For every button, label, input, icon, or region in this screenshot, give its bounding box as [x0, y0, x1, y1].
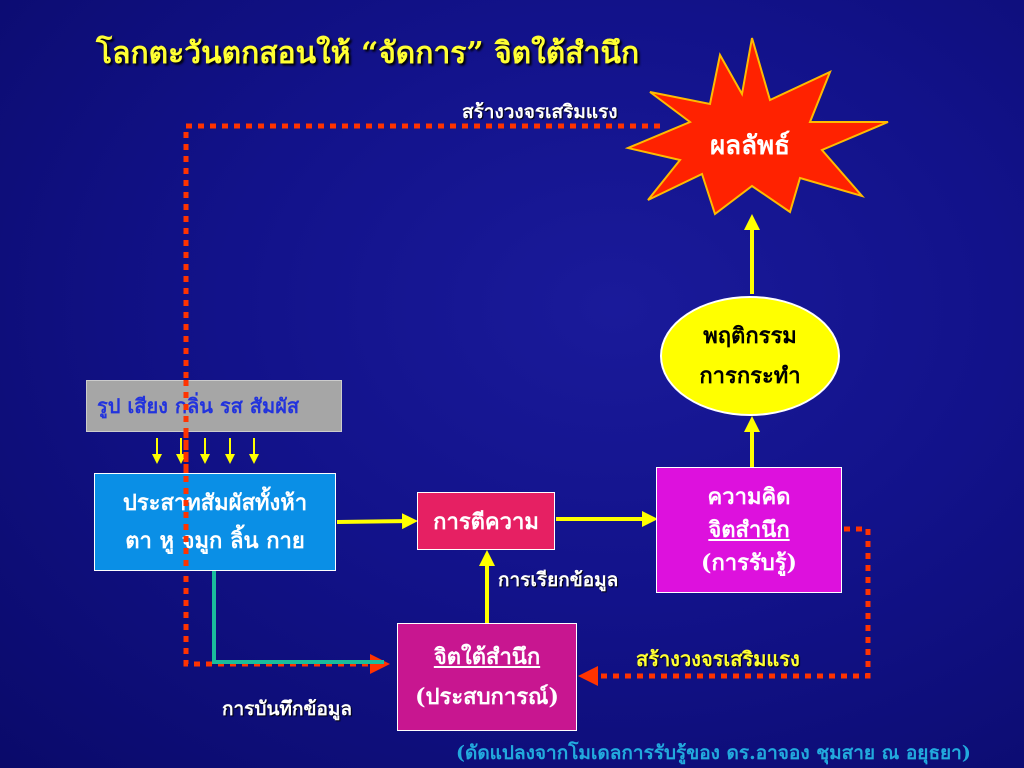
subconscious-node: จิตใต้สำนึก (ประสบการณ์): [397, 623, 577, 731]
thinking-line-3: (การรับรู้): [701, 549, 797, 576]
reinforce-loop-bottom-line: [592, 526, 871, 679]
recall-label: การเรียกข้อมูล: [498, 569, 619, 591]
senses-node: ประสาทสัมผัสทั้งห้า ตา หู จมูก ลิ้น กาย: [94, 473, 336, 571]
senses-line-2: ตา หู จมูก ลิ้น กาย: [125, 528, 305, 554]
reinforce-label-top: สร้างวงจรเสริมแรง: [462, 101, 618, 123]
result-label: ผลลัพธ์: [709, 131, 791, 161]
thinking-line-2: จิตสำนึก: [708, 516, 790, 543]
arrow-senses-to-interpretation: [336, 513, 418, 530]
reinforce-label-bottom: สร้างวงจรเสริมแรง: [636, 647, 800, 671]
subconscious-line-1: จิตใต้สำนึก: [433, 644, 541, 670]
stimuli-node: รูป เสียง กลิ่น รส สัมผัส: [86, 380, 342, 432]
thinking-node: ความคิด จิตสำนึก (การรับรู้): [656, 467, 842, 593]
reinforce-loop-bottom-arrowhead: [578, 666, 598, 686]
stimuli-arrows: [152, 438, 259, 464]
arrow-record-line: [212, 571, 384, 664]
thinking-line-1: ความคิด: [707, 483, 791, 510]
senses-line-1: ประสาทสัมผัสทั้งห้า: [122, 490, 308, 516]
behavior-line-2: การกระทำ: [699, 363, 801, 389]
subconscious-line-2: (ประสบการณ์): [415, 684, 559, 710]
page-title: โลกตะวันตกสอนให้ “จัดการ” จิตใต้สำนึก: [96, 36, 640, 71]
source-footnote: (ดัดแปลงจากโมเดลการรับรู้ของ ดร.อาจอง ชุ…: [456, 742, 971, 764]
behavior-line-1: พฤติกรรม: [703, 323, 797, 349]
record-label: การบันทึกข้อมูล: [222, 698, 353, 720]
interpretation-node: การตีความ: [417, 492, 555, 550]
interpretation-label: การตีความ: [433, 508, 539, 535]
result-burst-shape: [624, 37, 889, 216]
behavior-node: พฤติกรรม การกระทำ: [660, 296, 840, 416]
